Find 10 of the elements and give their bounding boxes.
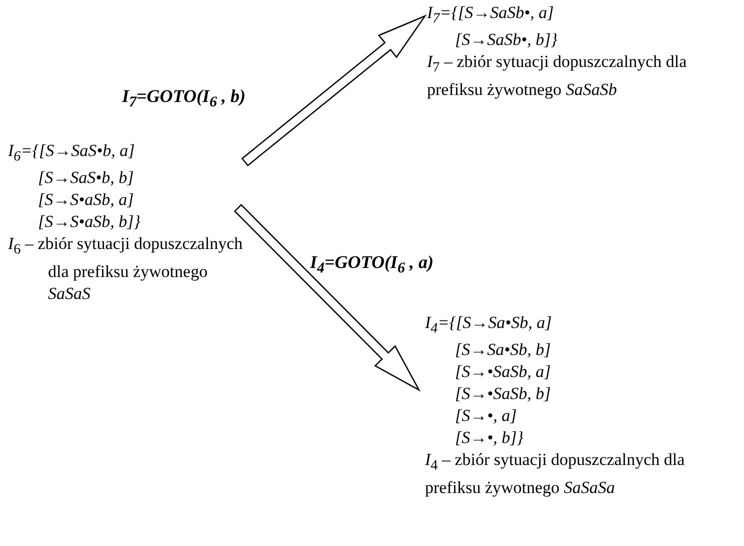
edge-label: I$_{7}$=GOTO(I$_{6}$ , b) — [122, 86, 246, 112]
edge-label: I$_{4}$=GOTO(I$_{6}$ , a) — [310, 252, 434, 278]
item-set: I$_{7}$={[S→SaSb•, a] [S→SaSb•, b]} — [427, 2, 558, 52]
item-set: I$_{6}$={[S→SaS•b, a] [S→SaS•b, b] [S→S•aSb, a] [S→S•aSb, b]} — [8, 140, 142, 234]
hollow-arrow — [241, 14, 427, 166]
hollow-arrow — [234, 204, 421, 392]
set-description: I$_{6}$ – zbiór sytuacji dopuszczalnych dla prefiksu żywotnego SaSaS — [8, 233, 244, 305]
set-description: I$_{7}$ – zbiór sytuacji dopuszczalnych dla prefiksu żywotnego SaSaSb — [427, 51, 688, 101]
set-description: I$_{4}$ – zbiór sytuacji dopuszczalnych dla prefiksu żywotnego SaSaSa — [425, 449, 686, 499]
item-set: I$_{4}$={[S→Sa•Sb, a] [S→Sa•Sb, b] [S→•SaSb, a] [S→•SaSb, b] [S→•, a] [S→•, b]} — [425, 312, 553, 450]
